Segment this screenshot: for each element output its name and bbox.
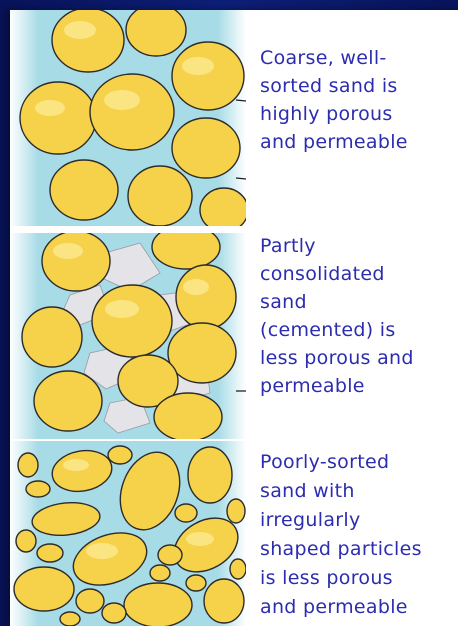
sand-grain: [50, 160, 118, 220]
sand-grain: [20, 82, 96, 154]
sand-grain: [34, 371, 102, 431]
sand-grain: [14, 567, 74, 611]
sand-grain: [22, 307, 82, 367]
sand-grain: [227, 499, 245, 523]
sand-grain: [90, 74, 174, 150]
sand-grain: [230, 559, 246, 579]
sand-grain: [172, 42, 244, 110]
sand-grain: [126, 10, 186, 56]
sand-grain: [37, 544, 63, 562]
sand-grain: [124, 583, 192, 626]
sand-grain: [188, 447, 232, 503]
sand-grain: [158, 545, 182, 565]
poorly-sorted-sand-illustration: [10, 441, 246, 626]
sand-grain: [204, 579, 244, 623]
sand-grain: [26, 481, 50, 497]
sand-grain: [76, 589, 104, 613]
sand-grain: [60, 612, 80, 626]
sand-grain: [52, 10, 124, 72]
sand-grain: [172, 118, 240, 178]
sand-grain: [92, 285, 172, 357]
cemented-sand-illustration: [10, 233, 246, 439]
diagram-card: Coarse, well- sorted sand is highly poro…: [10, 10, 458, 626]
poorly-sorted-sand-caption: Poorly-sorted sand with irregularly shap…: [260, 448, 456, 622]
sand-grain: [176, 265, 236, 329]
sand-grain: [102, 603, 126, 623]
sand-grain: [108, 446, 132, 464]
sand-grain: [186, 575, 206, 591]
sand-grain: [18, 453, 38, 477]
sand-grain: [200, 188, 246, 226]
sand-grain: [16, 530, 36, 552]
well-sorted-sand-caption: Coarse, well- sorted sand is highly poro…: [260, 44, 456, 156]
well-sorted-sand-illustration: [10, 10, 246, 226]
cemented-sand-caption: Partly consolidated sand (cemented) is l…: [260, 232, 456, 400]
sand-grain: [150, 565, 170, 581]
sand-grain: [175, 504, 197, 522]
sand-grains: [20, 10, 246, 226]
sand-grain: [154, 393, 222, 439]
sand-grain: [168, 323, 236, 383]
sand-grain: [128, 166, 192, 226]
sand-grain: [42, 233, 110, 291]
